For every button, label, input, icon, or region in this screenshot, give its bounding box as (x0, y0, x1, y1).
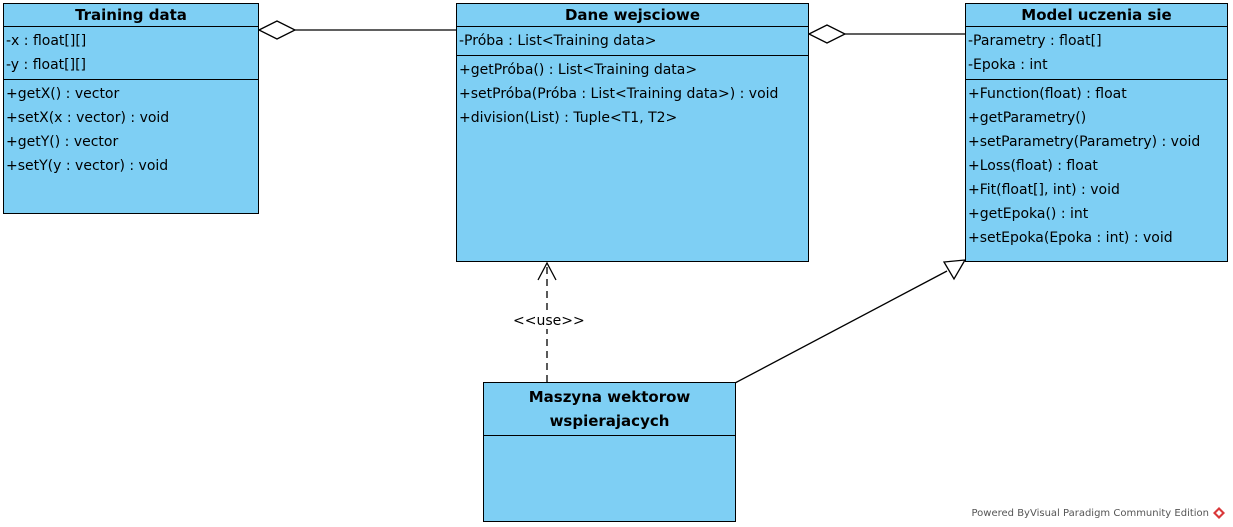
attribute: -Epoka : int (968, 57, 1048, 73)
generalization-line (734, 270, 948, 384)
attribute: -y : float[][] (6, 57, 87, 73)
operation: +setY(y : vector) : void (6, 158, 169, 174)
dependency-arrowhead (537, 261, 557, 281)
operation: +Loss(float) : float (968, 158, 1098, 174)
attributes-section: -Próba : List<Training data> (457, 27, 808, 56)
use-stereotype-label: <<use>> (511, 313, 587, 329)
class-title: Maszyna wektorow wspierajacych (484, 383, 735, 436)
class-dane-wejsciowe[interactable]: Dane wejsciowe -Próba : List<Training da… (456, 3, 809, 262)
operation: +getX() : vector (6, 86, 120, 102)
attribute: -Próba : List<Training data> (459, 33, 657, 49)
class-title: Dane wejsciowe (457, 4, 808, 27)
operation: +setEpoka(Epoka : int) : void (968, 230, 1173, 246)
operation: +division(List) : Tuple<T1, T2> (459, 110, 678, 126)
operation: +Function(float) : float (968, 86, 1127, 102)
operation: +getEpoka() : int (968, 206, 1089, 222)
operation: +setX(x : vector) : void (6, 110, 170, 126)
operation: +getY() : vector (6, 134, 119, 150)
generalization-arrowhead (942, 259, 967, 281)
operation: +getPróba() : List<Training data> (459, 62, 698, 78)
aggregation-diamond-training (257, 20, 297, 40)
class-title: Training data (4, 4, 258, 27)
operation: +Fit(float[], int) : void (968, 182, 1120, 198)
attribute: -Parametry : float[] (968, 33, 1102, 49)
attributes-section: -Parametry : float[] -Epoka : int (966, 27, 1227, 80)
operations-section: +getX() : vector +setX(x : vector) : voi… (4, 80, 258, 180)
class-maszyna-wektorow-wspierajacych[interactable]: Maszyna wektorow wspierajacych (483, 382, 736, 522)
operation: +setParametry(Parametry) : void (968, 134, 1201, 150)
class-training-data[interactable]: Training data -x : float[][] -y : float[… (3, 3, 259, 214)
class-title: Model uczenia sie (966, 4, 1227, 27)
class-title-line: Maszyna wektorow (528, 388, 691, 406)
operation: +getParametry() (968, 110, 1087, 126)
class-model-uczenia-sie[interactable]: Model uczenia sie -Parametry : float[] -… (965, 3, 1228, 262)
attribute: -x : float[][] (6, 33, 87, 49)
attributes-section: -x : float[][] -y : float[][] (4, 27, 258, 80)
class-title-line: wspierajacych (549, 412, 670, 430)
aggregation-diamond-dane (807, 24, 847, 44)
operation: +setPróba(Próba : List<Training data>) :… (459, 86, 779, 102)
visual-paradigm-logo-icon (1213, 507, 1225, 519)
operations-section: +getPróba() : List<Training data> +setPr… (457, 56, 808, 132)
operations-section: +Function(float) : float +getParametry()… (966, 80, 1227, 252)
powered-by-text: Powered ByVisual Paradigm Community Edit… (971, 508, 1210, 519)
